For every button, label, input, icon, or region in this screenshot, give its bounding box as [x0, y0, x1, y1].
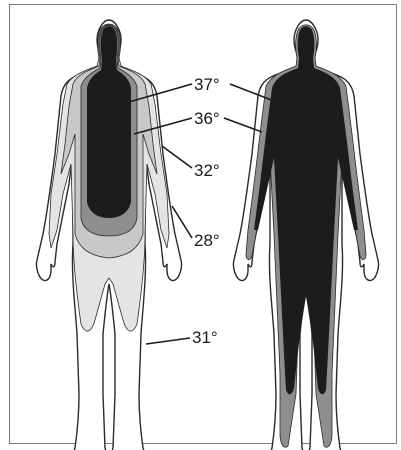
label-hand-temp: 28° [194, 231, 220, 250]
temperature-labels: 37° 36° 32° 28° 31° [192, 75, 220, 347]
cold-core-37 [87, 26, 131, 218]
leader-31 [146, 338, 190, 344]
label-core-temp: 37° [194, 75, 220, 94]
figure-warm [233, 20, 378, 450]
label-torso-shell-temp: 36° [194, 109, 220, 128]
figure-cold [36, 20, 181, 450]
label-leg-temp: 31° [192, 328, 218, 347]
leader-32 [162, 146, 192, 168]
label-arm-temp: 32° [194, 161, 220, 180]
